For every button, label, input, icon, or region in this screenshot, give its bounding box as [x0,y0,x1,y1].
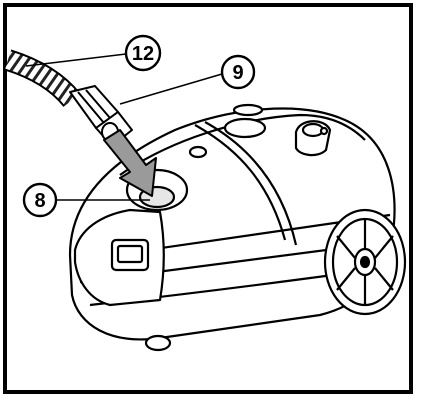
callout-8: 8 [22,182,58,218]
callout-9: 9 [220,54,256,90]
callout-label-9: 9 [232,62,243,84]
callout-12: 12 [124,34,162,72]
insertion-arrow [103,129,157,197]
callout-label-8: 8 [34,190,45,212]
rear-wheel [323,208,407,316]
leader-lines [25,53,223,201]
diagram-frame [3,3,413,394]
hose [4,49,81,108]
callout-label-12: 12 [132,43,154,65]
